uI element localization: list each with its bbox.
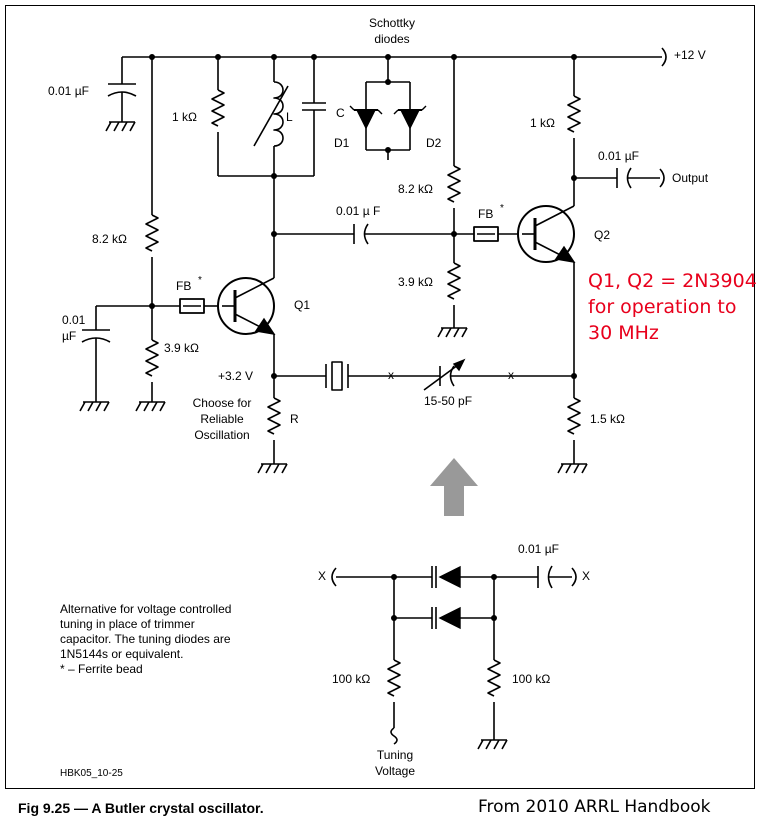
fb-q1-label: FB <box>176 279 192 293</box>
transistor-note-line-1: Q1, Q2 = 2N3904 <box>588 270 757 292</box>
up-arrow-icon <box>430 458 478 516</box>
figure-caption: Fig 9.25 — A Butler crystal oscillator. <box>18 800 264 816</box>
x-left-label: x <box>388 368 394 382</box>
cap-q1-label-1: 0.01 <box>62 313 86 327</box>
choose-label-1: Choose for <box>192 396 252 410</box>
alt-x-left-label: X <box>318 569 327 583</box>
supply-label: +12 V <box>674 48 706 62</box>
choose-label-3: Oscillation <box>194 428 250 442</box>
q2-label: Q2 <box>594 228 611 242</box>
note-line: Alternative for voltage controlled <box>60 602 232 616</box>
res-82k-left-label: 8.2 kΩ <box>92 232 127 246</box>
q1-label: Q1 <box>294 298 311 312</box>
figure-frame <box>5 5 755 789</box>
cap-out-label: 0.01 µF <box>598 149 639 163</box>
d2-label: D2 <box>426 136 442 150</box>
cap-mid-label: 0.01 µ F <box>336 204 381 218</box>
note-line: 1N5144s or equivalent. <box>60 647 184 661</box>
res-1k-left-label: 1 kΩ <box>172 110 197 124</box>
figure-source: From 2010 ARRL Handbook <box>478 797 711 817</box>
res-39k-mid-label: 3.9 kΩ <box>398 275 433 289</box>
transistor-note-line-2: for operation to <box>588 296 737 318</box>
cap-c-label: C <box>336 106 345 120</box>
cap-q1-label-2: µF <box>62 329 77 343</box>
tuning-label-1: Tuning <box>376 748 414 762</box>
res-1k-right-label: 1 kΩ <box>530 116 555 130</box>
res-82k-mid-label: 8.2 kΩ <box>398 182 433 196</box>
transistor-note: Q1, Q2 = 2N3904 for operation to 30 MHz <box>588 268 757 346</box>
fb-q2-star: * <box>500 203 504 214</box>
choose-label-2: Reliable <box>200 412 244 426</box>
schottky-label-1: Schottky <box>368 16 416 30</box>
res-39k-left-label: 3.9 kΩ <box>164 341 199 355</box>
schottky-label-2: diodes <box>374 32 410 46</box>
inductor-label: L <box>286 110 293 124</box>
emitter-voltage-label: +3.2 V <box>218 369 254 383</box>
cap-left-label: 0.01 µF <box>48 84 89 98</box>
output-label: Output <box>672 171 709 185</box>
transistor-note-line-3: 30 MHz <box>588 322 659 344</box>
note-line: * – Ferrite bead <box>60 662 143 676</box>
res-15k-label: 1.5 kΩ <box>590 412 625 426</box>
fb-q1-star: * <box>198 275 202 286</box>
res-r-label: R <box>290 412 299 426</box>
alt-cap-label: 0.01 µF <box>518 542 559 556</box>
note-line: capacitor. The tuning diodes are <box>60 632 231 646</box>
figure-id: HBK05_10-25 <box>60 768 123 779</box>
alt-res-right-label: 100 kΩ <box>512 672 551 686</box>
alt-res-left-label: 100 kΩ <box>332 672 371 686</box>
alt-x-right-label: X <box>582 569 591 583</box>
note-line: tuning in place of trimmer <box>60 617 195 631</box>
alternative-note: Alternative for voltage controlled tunin… <box>60 602 320 677</box>
tuning-label-2: Voltage <box>374 764 416 778</box>
fb-q2-label: FB <box>478 207 494 221</box>
d1-label: D1 <box>334 136 350 150</box>
x-right-label: x <box>508 368 514 382</box>
trimmer-label: 15-50 pF <box>424 394 473 408</box>
